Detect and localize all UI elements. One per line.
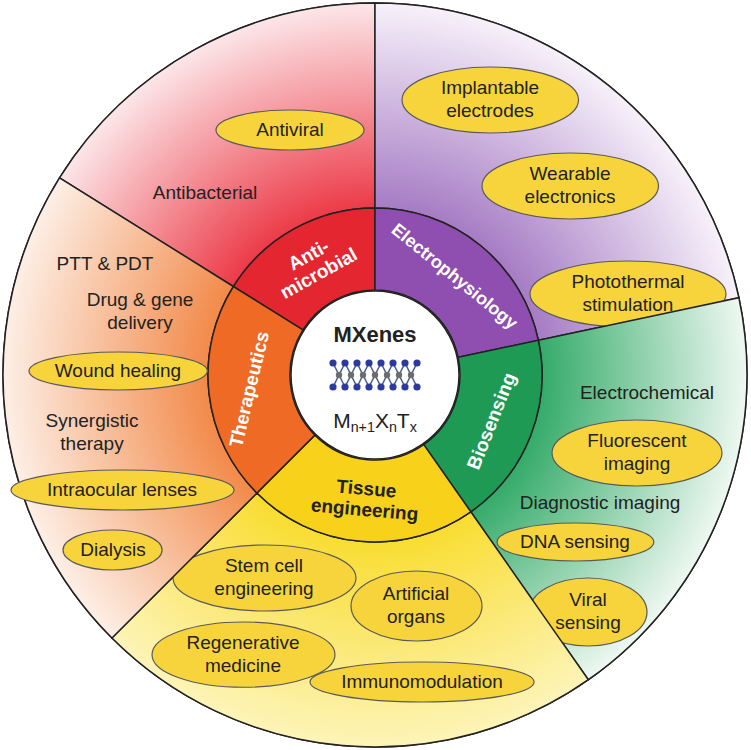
inner-sector: [375, 208, 538, 357]
formula-subscript: n: [389, 419, 397, 435]
oval-shape: [216, 110, 364, 150]
oval-text: Artificial organs: [371, 583, 461, 629]
application-oval: Antiviral: [215, 109, 365, 151]
application-oval: Immunomodulation: [309, 661, 535, 703]
oval-text: Wound healing: [55, 360, 181, 383]
oval-shape: [173, 545, 356, 611]
oval-text: Wearable electronics: [508, 163, 633, 209]
oval-shape: [63, 530, 162, 570]
oval-text: Stem cell engineering: [199, 555, 329, 601]
application-oval: Regenerative medicine: [151, 621, 336, 688]
oval-text: Photothermal stimulation: [558, 271, 698, 317]
application-oval: Artificial organs: [350, 570, 483, 642]
application-oval: Fluorescent imaging: [551, 419, 723, 487]
oval-text: Viral sensing: [548, 589, 628, 635]
application-oval: Dialysis: [62, 529, 163, 571]
oval-text: Immunomodulation: [341, 671, 503, 694]
application-oval: Stem cell engineering: [172, 544, 357, 612]
application-oval: DNA sensing: [496, 522, 655, 562]
application-text: Electrochemical: [580, 382, 714, 405]
oval-text: Fluorescent imaging: [577, 430, 697, 476]
oval-text: Intraocular lenses: [47, 479, 197, 502]
application-text: Drug & gene delivery: [83, 289, 198, 335]
application-text: Antibacterial: [153, 182, 258, 205]
rim-circle: [3, 3, 747, 747]
oval-text: Regenerative medicine: [178, 632, 308, 678]
application-oval: Intraocular lenses: [10, 469, 235, 511]
oval-shape: [497, 523, 654, 561]
formula-subscript: n+1: [351, 419, 375, 435]
oval-shape: [351, 571, 482, 641]
oval-shape: [482, 153, 659, 219]
oval-shape: [310, 662, 534, 702]
chemical-formula: Mn+1XnTx: [290, 408, 460, 436]
oval-text: Antiviral: [256, 119, 324, 142]
inner-sector: [208, 287, 315, 494]
center-outline: [290, 290, 460, 460]
oval-shape: [402, 67, 579, 133]
center-circle: MXenesMn+1XnTx: [290, 290, 460, 460]
oval-text: DNA sensing: [520, 531, 630, 554]
application-oval: Wound healing: [28, 351, 208, 391]
formula-subscript: x: [410, 419, 417, 435]
oval-shape: [152, 622, 335, 687]
center-disc: [291, 291, 459, 459]
application-text: PTT & PDT: [57, 253, 154, 276]
oval-shape: [11, 470, 234, 510]
center-title: MXenes: [290, 322, 460, 348]
application-text: Diagnostic imaging: [520, 492, 681, 515]
oval-text: Implantable electrodes: [428, 77, 553, 123]
oval-shape: [552, 420, 722, 486]
application-text: Synergistic therapy: [37, 410, 147, 456]
oval-text: Dialysis: [80, 539, 145, 562]
application-oval: Wearable electronics: [481, 152, 660, 220]
oval-shape: [29, 352, 207, 390]
application-oval: Implantable electrodes: [401, 66, 580, 134]
